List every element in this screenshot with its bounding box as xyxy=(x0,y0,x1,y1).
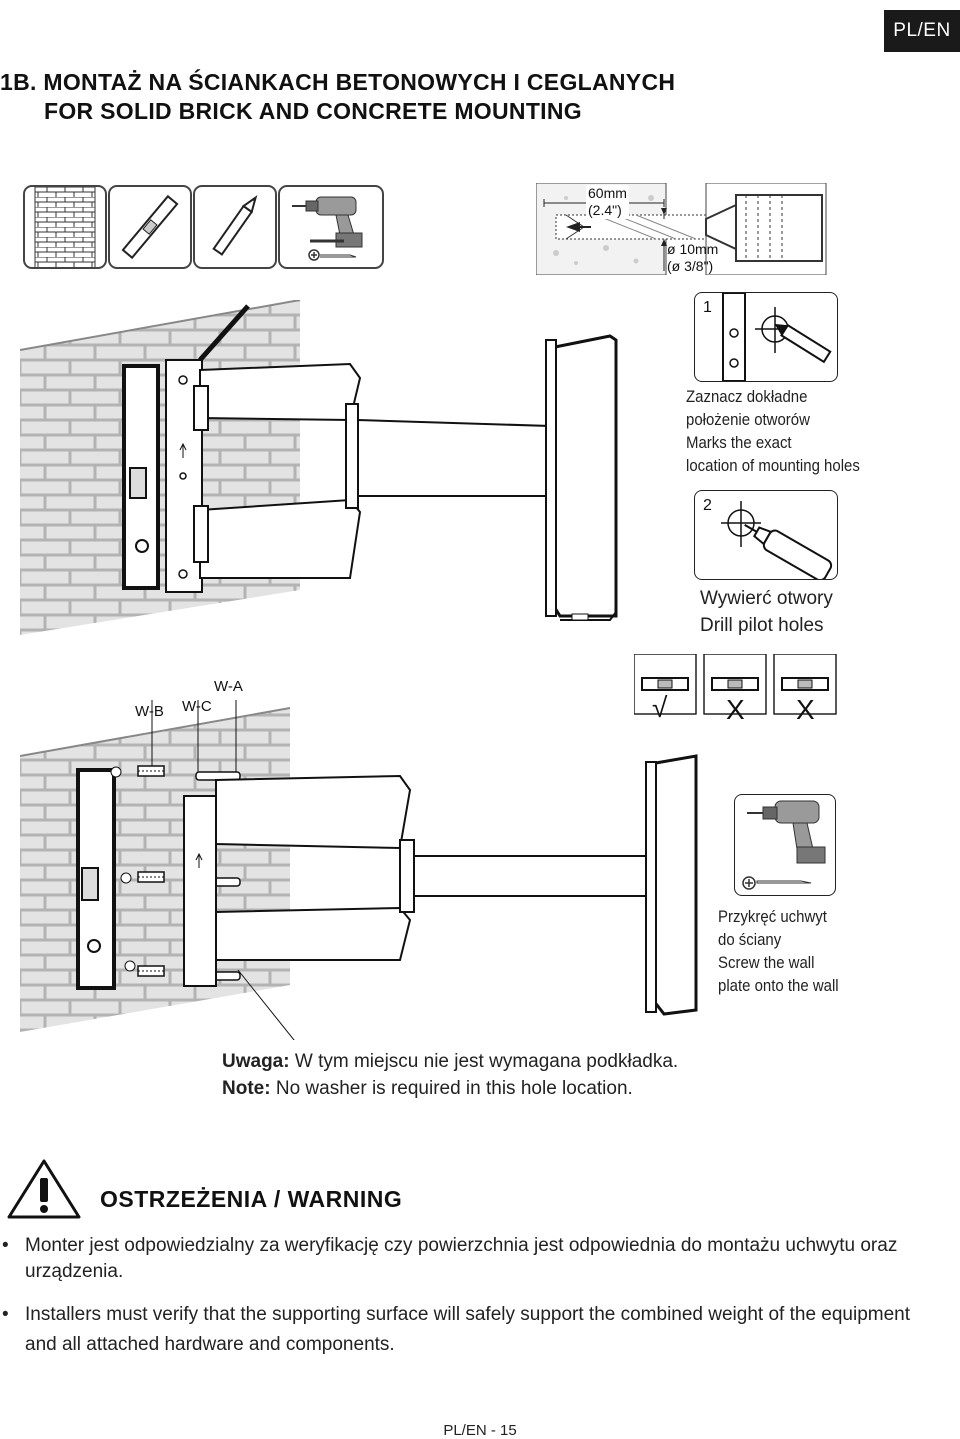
anchor-label-wa: W-A xyxy=(214,678,243,695)
title-polish: 1B. MONTAŻ NA ŚCIANKACH BETONOWYCH I CEG… xyxy=(0,69,676,95)
washer-note: Uwaga: W tym miejscu nie jest wymagana p… xyxy=(222,1048,678,1102)
step-1-pl-line1: Zaznacz dokładne xyxy=(686,387,808,406)
anchor-label-wc: W-C xyxy=(182,698,212,715)
screw-step-en-line2: plate onto the wall xyxy=(718,976,839,995)
brick-wall-icon xyxy=(23,185,107,269)
drill-depth-diagram: 60mm (2.4") ø 10mm (ø 3/8") xyxy=(535,182,836,276)
screw-step-en-line1: Screw the wall xyxy=(718,953,815,972)
title-english: FOR SOLID BRICK AND CONCRETE MOUNTING xyxy=(44,98,582,124)
drill-icon xyxy=(278,185,384,269)
warning-triangle-icon xyxy=(6,1158,82,1220)
drill-depth-label: 60mm (2.4") xyxy=(586,185,629,219)
step-1-mark-icon: 1 xyxy=(694,292,838,382)
note-pl-label: Uwaga: xyxy=(222,1051,290,1072)
step-2-text: Wywierć otwory Drill pilot holes xyxy=(700,585,833,639)
step-1-pl-line2: położenie otworów xyxy=(686,410,810,429)
step-1-en-line1: Marks the exact xyxy=(686,433,792,452)
drill-depth-mm: 60mm xyxy=(588,185,627,201)
language-badge: PL/EN xyxy=(884,10,960,52)
spirit-level-icon xyxy=(108,185,192,269)
warning-list: • Monter jest odpowiedzialny za weryfika… xyxy=(0,1233,940,1375)
screw-drill-icon xyxy=(734,794,836,896)
note-polish: Uwaga: W tym miejscu nie jest wymagana p… xyxy=(222,1048,678,1075)
note-en-label: Note: xyxy=(222,1078,271,1099)
drill-depth-in: (2.4") xyxy=(588,202,622,218)
step-2-number: 2 xyxy=(703,497,712,514)
step-2-drill-icon: 2 xyxy=(694,490,838,582)
bit-size-in: (ø 3/8") xyxy=(667,258,714,274)
warning-item: • Monter jest odpowiedzialny za weryfika… xyxy=(0,1233,940,1285)
step-1-text: Zaznacz dokładne położenie otworów Marks… xyxy=(686,385,860,477)
step-1-en-line2: location of mounting holes xyxy=(686,456,860,475)
screw-step-pl-line2: do ściany xyxy=(718,930,782,949)
bullet-dot: • xyxy=(2,1304,9,1325)
level-check-panel: √ X X xyxy=(633,653,838,725)
level-wrong-mark-1: X xyxy=(726,694,745,725)
step-1-number: 1 xyxy=(703,299,712,316)
warning-item-text: Monter jest odpowiedzialny za weryfikacj… xyxy=(25,1235,898,1282)
step-2-en: Drill pilot holes xyxy=(700,615,824,636)
screw-step-text: Przykręć uchwyt do ściany Screw the wall… xyxy=(718,905,839,997)
wall-plate-screwing-illustration xyxy=(19,680,700,1061)
note-en-text: No washer is required in this hole locat… xyxy=(275,1078,633,1099)
wall-plate-marking-illustration xyxy=(19,299,660,640)
warning-title: OSTRZEŻENIA / WARNING xyxy=(100,1186,403,1212)
screw-step-pl-line1: Przykręć uchwyt xyxy=(718,907,827,926)
page-number: PL/EN - 15 xyxy=(443,1422,517,1439)
step-2-pl: Wywierć otwory xyxy=(700,588,833,609)
bit-size-mm: ø 10mm xyxy=(667,241,719,257)
warning-item: • Installers must verify that the suppor… xyxy=(0,1300,940,1360)
bullet-dot: • xyxy=(2,1235,9,1256)
warning-item-text: Installers must verify that the supporti… xyxy=(25,1304,911,1355)
section-title: 1B. MONTAŻ NA ŚCIANKACH BETONOWYCH I CEG… xyxy=(0,68,675,126)
note-pl-text: W tym miejscu nie jest wymagana podkładk… xyxy=(294,1051,679,1072)
level-correct-mark: √ xyxy=(652,692,668,723)
note-english: Note: No washer is required in this hole… xyxy=(222,1075,678,1102)
level-wrong-mark-2: X xyxy=(796,694,815,725)
bit-size-label: ø 10mm (ø 3/8") xyxy=(667,241,718,275)
anchor-label-wb: W-B xyxy=(135,703,164,720)
pencil-icon xyxy=(193,185,277,269)
